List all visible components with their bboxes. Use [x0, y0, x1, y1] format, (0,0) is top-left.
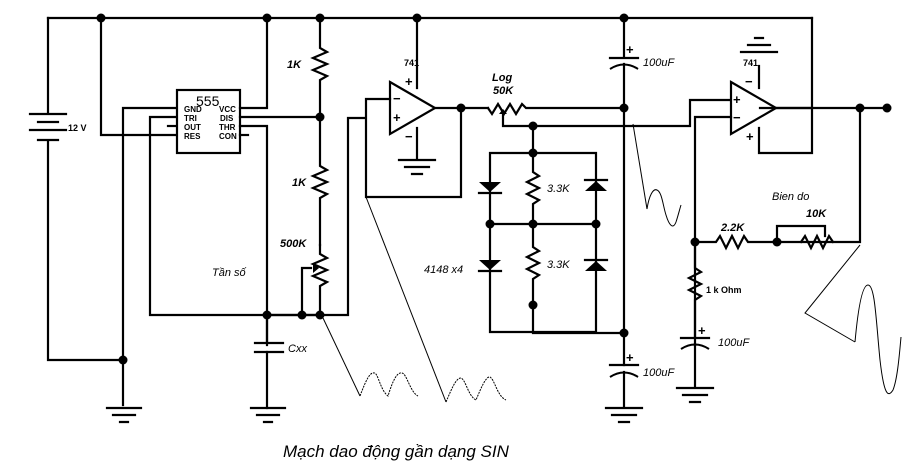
- r-diode-bottom-label: 3.3K: [547, 259, 570, 271]
- pot-log-label-2: 50K: [493, 85, 514, 97]
- diodes-label: 4148 x4: [424, 264, 463, 276]
- diode-icon: [583, 178, 609, 191]
- cap-gain-plus: +: [698, 323, 706, 338]
- wire-gnd: [121, 106, 178, 407]
- wire-r1: [310, 16, 330, 119]
- pot-log-label-1: Log: [492, 72, 512, 84]
- ground-icon: [604, 406, 644, 424]
- r-diode-top-label: 3.3K: [547, 183, 570, 195]
- wire-r2: [310, 115, 330, 247]
- opamp1-label: 741: [404, 58, 419, 68]
- opamp2-supply-bottom: [757, 106, 814, 155]
- opamp1-minus-supply: −: [405, 129, 413, 144]
- diode-icon: [477, 182, 503, 195]
- pin-out: OUT: [184, 123, 201, 132]
- opamp-741-1: [388, 80, 438, 136]
- pin-res: RES: [184, 132, 201, 141]
- ground-icon: [739, 36, 779, 54]
- opamp2-minus-supply: −: [745, 74, 753, 89]
- cap-gain-label: 100uF: [718, 337, 750, 349]
- pot-amp: [799, 233, 835, 251]
- pin-gnd: GND: [184, 105, 202, 114]
- cap-bottom-label: 100uF: [643, 367, 675, 379]
- pin-thr: THR: [219, 123, 236, 132]
- opamp2-minus-input: −: [733, 110, 741, 125]
- r-gain: [693, 106, 862, 251]
- wiper-arrow-icon: [313, 263, 319, 273]
- junction-dots: [96, 13, 892, 365]
- wire-battery-bottom: [46, 140, 125, 362]
- ground-icon: [105, 406, 143, 424]
- wire-vcc: [238, 16, 269, 110]
- waveform-sine-large: [804, 244, 902, 395]
- amp-label: Bien do: [772, 191, 809, 203]
- wire-tri: [148, 115, 366, 317]
- pin-vcc: VCC: [219, 105, 236, 114]
- opamp1-plus-input: +: [393, 110, 401, 125]
- waveform-triangle-2: [365, 196, 507, 403]
- pin-con: CON: [219, 132, 237, 141]
- battery-label: 12 V: [68, 123, 87, 133]
- pot-freq-label: 500K: [280, 238, 307, 250]
- pin-dis: DIS: [220, 114, 234, 123]
- wiper-arrow-icon: [499, 109, 507, 114]
- cap-top-label: 100uF: [643, 57, 675, 69]
- r2-label: 1K: [292, 177, 307, 189]
- diode-icon: [583, 258, 609, 271]
- opamp2-plus-input: +: [733, 92, 741, 107]
- diode-icon: [477, 260, 503, 273]
- pot-log-wiper: [501, 98, 732, 128]
- wire-bridge-bottom-return: [531, 303, 626, 335]
- r-1k-label: 1 k Ohm: [706, 285, 742, 295]
- opamp2-plus-supply: +: [746, 129, 754, 144]
- opamp1-feedback: [364, 97, 463, 199]
- r-gain-label: 2.2K: [720, 222, 745, 234]
- opamp-741-2: [729, 80, 779, 136]
- r-1k: [686, 240, 704, 340]
- pot-amp-wiper: [775, 224, 827, 244]
- ic-555: [175, 88, 242, 155]
- pot-amp-label: 10K: [806, 208, 827, 220]
- ground-icon: [249, 406, 287, 424]
- r-diode-bottom: [524, 222, 542, 307]
- ground-icon: [397, 158, 437, 176]
- cap-bottom-plus: +: [626, 350, 634, 365]
- r-diode-top: [524, 151, 542, 226]
- diagram-title: Mạch dao động gần dạng SIN: [283, 442, 510, 461]
- waveform-triangle-1: [322, 317, 419, 397]
- pot-500k-wiper: [300, 266, 313, 317]
- waveform-sine-small: [632, 123, 682, 227]
- freq-label: Tần số: [212, 267, 247, 279]
- ic-555-label: 555: [196, 93, 220, 109]
- cxx-label: Cxx: [288, 343, 307, 355]
- opamp1-plus-supply: +: [405, 74, 413, 89]
- r1-label: 1K: [287, 59, 302, 71]
- opamp1-minus-input: −: [393, 91, 401, 106]
- opamp2-label: 741: [743, 58, 758, 68]
- wire-bridge-top: [488, 124, 598, 334]
- pot-500k: [310, 243, 330, 317]
- wire-thr: [238, 124, 269, 347]
- wire-top-rail-right: [758, 16, 814, 110]
- ground-icon: [675, 386, 715, 404]
- pin-tri: TRI: [184, 114, 197, 123]
- pot-log-50k: [486, 101, 627, 117]
- cap-top-plus: +: [626, 42, 634, 57]
